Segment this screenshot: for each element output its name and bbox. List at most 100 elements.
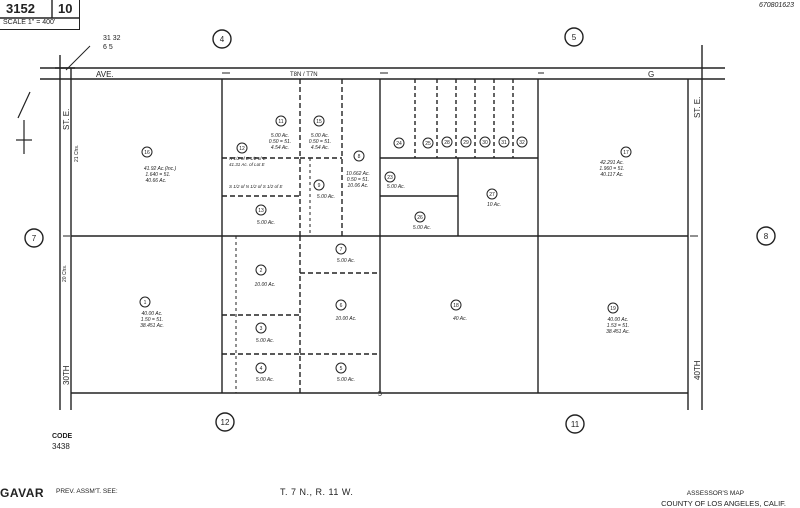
parcel-acreage-sub: 0.50 = 51. xyxy=(347,177,369,183)
parcel-id: 15 xyxy=(316,119,322,125)
parcel-acreage: 10.00 Ac. xyxy=(336,316,357,322)
parcel-id: 25 xyxy=(425,141,431,147)
code-value: 3438 xyxy=(52,442,70,451)
township-range: T. 7 N., R. 11 W. xyxy=(280,487,354,497)
adjacent-page-7: 7 xyxy=(32,234,37,243)
parcel-id: 24 xyxy=(396,141,402,147)
parcel-id: 30 xyxy=(482,140,488,146)
adjacent-page-circle-5 xyxy=(564,27,584,47)
road-north-label-left: AVE. xyxy=(96,70,114,79)
parcel-id: 32 xyxy=(519,140,525,146)
road-west-label-lower: 30TH xyxy=(62,365,71,385)
parcel-id: 11 xyxy=(278,119,283,125)
parcel-id: 9 xyxy=(318,183,321,189)
parcel-acreage-net: 38.451 Ac. xyxy=(140,323,164,329)
parcel-acreage-net: 4.54 Ac. xyxy=(311,145,329,151)
parcel-acreage-net: 10.06 Ac. xyxy=(348,183,369,189)
parcel-acreage-net: 4.54 Ac. xyxy=(271,145,289,151)
adjacent-page-circle-12 xyxy=(215,412,235,432)
section-marker-bottom: 6 5 xyxy=(103,44,113,51)
parcel-acreage: 5.00 Ac. xyxy=(256,377,274,383)
parcel-id: 12 xyxy=(239,146,245,152)
township-line-label: T8N / T7N xyxy=(290,72,318,78)
parcel-id: 26 xyxy=(417,215,423,221)
parcel-acreage: 5.00 Ac. xyxy=(311,133,329,139)
parcel-id: 5 xyxy=(340,366,343,372)
parcel-acreage-net: 38.451 Ac. xyxy=(606,329,630,335)
parcel-acreage-sub: 0.50 = 51. xyxy=(269,139,291,145)
adjacent-page-12: 12 xyxy=(221,418,230,427)
adjacent-page-circle-4 xyxy=(212,29,232,49)
parcel-acreage-sub: 1.640 = 51. xyxy=(145,172,170,178)
logo: GAVAR xyxy=(0,486,45,500)
section-marker-top: 31 32 xyxy=(103,35,121,42)
parcel-id: 16 xyxy=(144,150,150,156)
parcel-acreage-sub: 1.960 = 51. xyxy=(599,166,624,172)
parcel-id: 23 xyxy=(387,175,393,181)
parcel-id: 29 xyxy=(463,140,469,146)
parcel-acreage: 40 Ac. xyxy=(453,316,467,322)
parcel-id: 4 xyxy=(260,366,263,372)
road-west-distance-upper: 21 Chs. xyxy=(74,145,80,162)
parcel-acreage: 42.291 Ac. xyxy=(600,160,624,166)
parcel-acreage: 10.662 Ac. xyxy=(346,171,370,177)
parcel-id: 17 xyxy=(623,150,629,156)
parcel-id: 19 xyxy=(610,306,616,312)
note-lot: 41.31 Ac. of Lot E xyxy=(229,162,266,167)
parcel-acreage: 5.00 Ac. xyxy=(256,338,274,344)
map-number: 3152 xyxy=(6,1,35,16)
parcel-id: 13 xyxy=(258,208,264,214)
parcel-acreage: 40.00 Ac. xyxy=(608,317,629,323)
parcel-id: 31 xyxy=(501,140,507,146)
parcel-acreage: 10 Ac. xyxy=(487,202,501,208)
parcel-acreage-sub: 1.50 = 51. xyxy=(141,317,163,323)
document-id: 670801623 xyxy=(758,2,794,9)
note-south-half: S 1/2 of N 1/2 of S 1/2 of E xyxy=(229,184,284,189)
agency-title: ASSESSOR'S MAP xyxy=(686,490,744,497)
parcel-acreage-net: 40.66 Ac. xyxy=(146,178,167,184)
parcel-acreage: 5.00 Ac. xyxy=(271,133,289,139)
adjacent-page-circle-8 xyxy=(756,226,776,246)
page-number: 10 xyxy=(58,1,73,16)
adjacent-page-4: 4 xyxy=(220,35,225,44)
parcel-id: 6 xyxy=(340,303,343,309)
parcel-acreage: 5.00 Ac. xyxy=(337,377,355,383)
adjacent-page-11: 11 xyxy=(571,420,580,429)
adjacent-page-circle-11 xyxy=(565,414,585,434)
parcel-id: 2 xyxy=(260,268,263,274)
parcel-id: 3 xyxy=(260,326,263,332)
scale-label: SCALE 1" = 400' xyxy=(3,19,56,26)
map-header-box xyxy=(0,0,80,30)
adjacent-page-8: 8 xyxy=(764,232,769,241)
road-east-label-lower: 40TH xyxy=(693,360,702,380)
note-north-half: N 1/2 of E 1/2 of E xyxy=(229,156,267,161)
parcel-acreage-sub: 0.50 = 51. xyxy=(309,139,331,145)
south-section-marker: 5 xyxy=(378,391,382,398)
parcel-acreage: 5.00 Ac. xyxy=(257,220,275,226)
parcel-id: 1 xyxy=(144,300,147,306)
parcel-acreage: 5.00 Ac. xyxy=(337,258,355,264)
parcel-acreage: 40.00 Ac. xyxy=(142,311,163,317)
parcel-id: 7 xyxy=(340,247,343,253)
adjacent-page-circle-7 xyxy=(24,228,44,248)
parcel-acreage-sub: 1.53 = 51. xyxy=(607,323,629,329)
parcel-acreage: 10.00 Ac. xyxy=(255,282,276,288)
parcel-acreage: 5.00 Ac. xyxy=(387,184,405,190)
code-label: CODE xyxy=(52,433,73,440)
parcel-acreage: 5.00 Ac. xyxy=(317,194,335,200)
road-north-label-right: G xyxy=(648,70,654,79)
parcel-id: 18 xyxy=(453,303,459,309)
road-west-label-upper: ST. E. xyxy=(62,109,71,130)
parcel-acreage-net: 40.117 Ac. xyxy=(600,172,623,178)
parcel-acreage: 41.92 Ac.(Inc.) xyxy=(144,166,177,172)
adjacent-page-5: 5 xyxy=(572,33,577,42)
road-east-label-upper: ST. E. xyxy=(693,97,702,118)
parcel-id: 8 xyxy=(358,154,361,160)
prev-assessment-note: PREV. ASSM'T. SEE: xyxy=(56,488,118,495)
parcel-id: 28 xyxy=(444,140,450,146)
agency-county: COUNTY OF LOS ANGELES, CALIF. xyxy=(661,499,786,508)
parcel-acreage: 5.00 Ac. xyxy=(413,225,431,231)
road-west-distance-lower: 20 Chs. xyxy=(62,265,68,282)
parcel-id: 27 xyxy=(489,192,495,198)
